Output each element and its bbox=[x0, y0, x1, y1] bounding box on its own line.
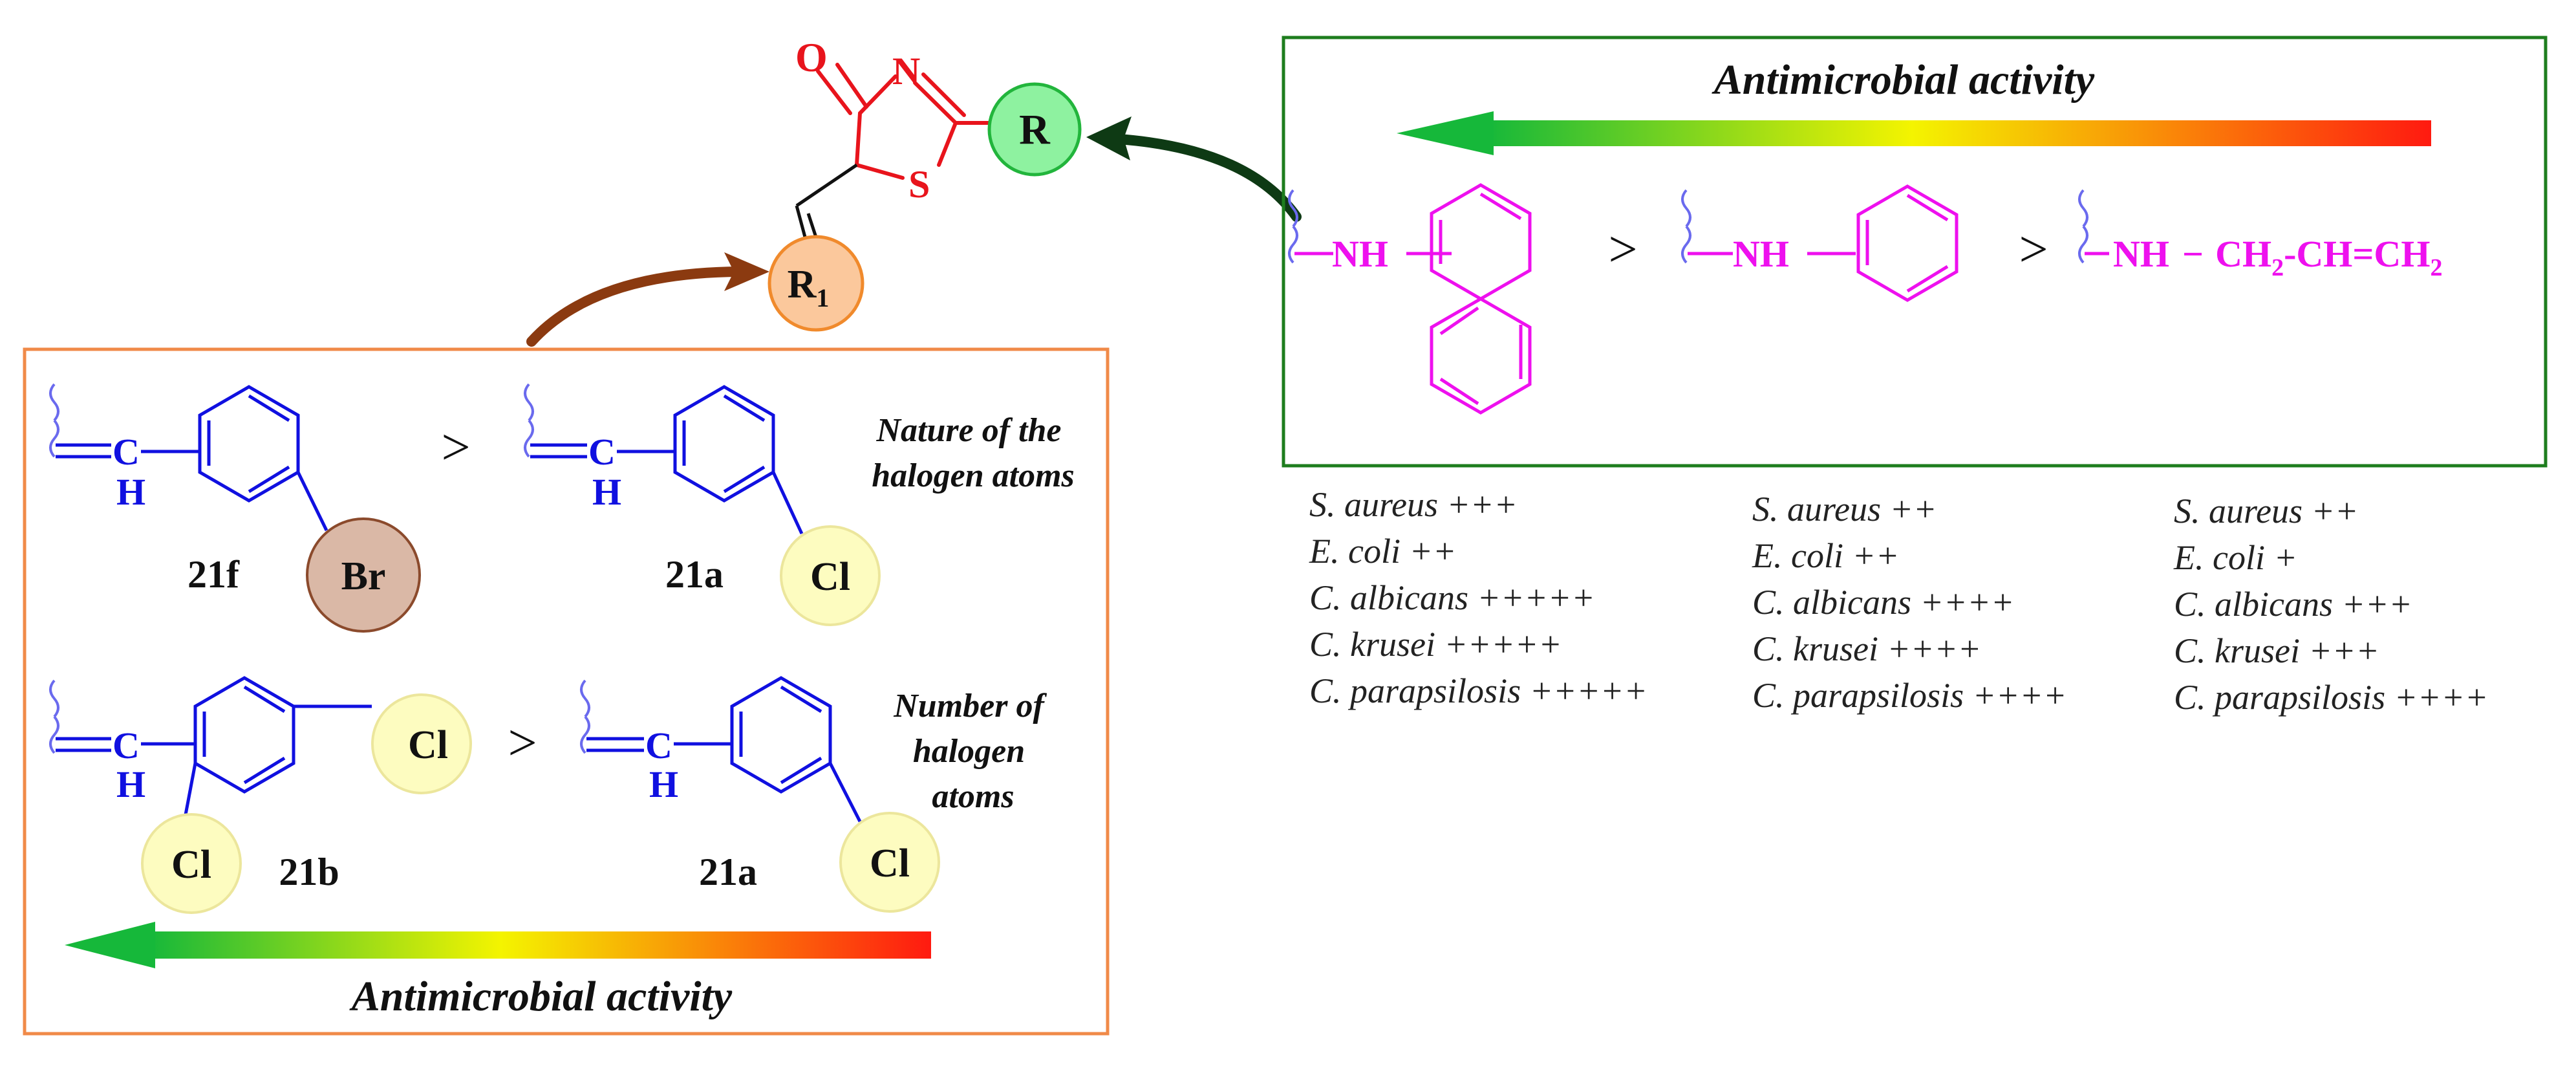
greater-than-row1: > bbox=[441, 419, 470, 476]
activity-naphthyl-1: S. aureus +++ bbox=[1309, 485, 1518, 524]
r1-substituent-circle bbox=[767, 235, 864, 332]
cl-atom-circle-21a-row2 bbox=[839, 812, 940, 913]
brown-curved-arrow bbox=[526, 266, 749, 347]
c-label-21a-row1: C bbox=[588, 431, 616, 473]
carbonyl-oxygen-label: O bbox=[795, 34, 828, 80]
annotation-number: Number of halogen atoms bbox=[893, 688, 1053, 815]
cl-atom-circle-21b-ortho bbox=[141, 813, 242, 914]
h-label-21b: H bbox=[116, 763, 145, 805]
right-panel-title: Antimicrobial activity bbox=[1712, 56, 2095, 103]
r1-substituent-label: R1 bbox=[788, 263, 830, 312]
code-21a-row1: 21a bbox=[665, 553, 724, 596]
activity-naphthyl-4: C. krusei +++++ bbox=[1309, 625, 1562, 664]
activity-phenyl-3: C. albicans ++++ bbox=[1752, 583, 2014, 622]
wavy-21a-row1 bbox=[524, 383, 534, 458]
activity-phenyl-5: C. parapsilosis ++++ bbox=[1752, 676, 2066, 715]
greater-than-1: > bbox=[1608, 221, 1637, 278]
right-gradient-bar bbox=[1487, 120, 2431, 146]
left-gradient-bar bbox=[149, 931, 931, 959]
allyl-formula: NH−CH2-CH=CH2 bbox=[2113, 233, 2442, 281]
phenyl-nh-label: NH bbox=[1733, 233, 1789, 275]
h-label-21a-row1: H bbox=[592, 471, 621, 513]
naphthyl-nh-label: NH bbox=[1332, 233, 1388, 275]
activity-allyl-1: S. aureus ++ bbox=[2174, 492, 2358, 530]
activity-naphthyl-5: C. parapsilosis +++++ bbox=[1309, 671, 1648, 710]
wavy-attachment-3 bbox=[2078, 189, 2088, 264]
code-21a-row2: 21a bbox=[699, 851, 757, 893]
r-substituent-label: R bbox=[1019, 106, 1051, 153]
left-gradient-arrow-head bbox=[65, 922, 155, 968]
cl-atom-label-21a-row1: Cl bbox=[810, 555, 850, 599]
compound-21a-row1: C H Cl 21a bbox=[524, 383, 881, 626]
right-gradient-arrow-head bbox=[1397, 111, 1494, 155]
activity-list-allyl: S. aureus ++ E. coli + C. albicans +++ C… bbox=[2173, 492, 2488, 717]
activity-naphthyl-2: E. coli ++ bbox=[1309, 532, 1456, 571]
h-label-21f: H bbox=[116, 471, 145, 513]
br-atom-circle bbox=[306, 517, 421, 633]
code-21f: 21f bbox=[188, 553, 240, 596]
allylamino-structure: NH−CH2-CH=CH2 bbox=[2078, 189, 2442, 281]
cl-atom-label-21b-ortho: Cl bbox=[171, 843, 211, 887]
wavy-21a-row2 bbox=[580, 679, 590, 754]
activity-allyl-3: C. albicans +++ bbox=[2174, 585, 2412, 624]
activity-list-phenyl: S. aureus ++ E. coli ++ C. albicans ++++… bbox=[1752, 490, 2066, 715]
left-panel-frame bbox=[23, 347, 1110, 1036]
activity-allyl-2: E. coli + bbox=[2173, 538, 2297, 577]
activity-phenyl-1: S. aureus ++ bbox=[1752, 490, 1937, 528]
greater-than-2: > bbox=[2019, 221, 2048, 278]
activity-allyl-4: C. krusei +++ bbox=[2174, 631, 2379, 670]
cl-atom-circle-21b-para bbox=[371, 693, 472, 794]
activity-allyl-5: C. parapsilosis ++++ bbox=[2174, 678, 2488, 717]
br-atom-label: Br bbox=[341, 554, 386, 598]
ring-nitrogen-label: N bbox=[892, 50, 920, 92]
compound-21b: C H Cl Cl 21b bbox=[49, 676, 472, 914]
compound-21a-row2: C H Cl 21a bbox=[580, 676, 940, 913]
wavy-21f bbox=[49, 383, 59, 458]
green-arrow-head bbox=[1086, 116, 1132, 160]
compound-21f: C H Br 21f bbox=[49, 383, 421, 633]
cl-atom-label-21a-row2: Cl bbox=[870, 842, 910, 886]
c-label-21a-row2: C bbox=[645, 724, 672, 767]
right-panel: Antimicrobial activity NH > N bbox=[1282, 36, 2548, 717]
phenylamino-structure: NH bbox=[1681, 184, 1959, 302]
activity-naphthyl-3: C. albicans +++++ bbox=[1309, 578, 1595, 617]
wavy-attachment-2 bbox=[1681, 189, 1691, 264]
cl-atom-circle-21a-row1 bbox=[780, 525, 881, 626]
code-21b: 21b bbox=[279, 851, 339, 893]
h-label-21a-row2: H bbox=[649, 763, 678, 805]
right-panel-frame bbox=[1282, 36, 2548, 468]
wavy-21b bbox=[49, 679, 59, 754]
activity-list-naphthyl: S. aureus +++ E. coli ++ C. albicans +++… bbox=[1309, 485, 1648, 710]
wavy-attachment-1 bbox=[1288, 189, 1298, 264]
c-label-21b: C bbox=[113, 724, 140, 767]
naphthylamino-structure: NH bbox=[1288, 183, 1532, 415]
activity-phenyl-4: C. krusei ++++ bbox=[1752, 629, 1981, 668]
thiazolone-core: O N S R R1 bbox=[767, 34, 1082, 332]
left-panel-title: Antimicrobial activity bbox=[349, 973, 733, 1020]
r-substituent-circle bbox=[987, 82, 1082, 177]
annotation-nature: Nature of the halogen atoms bbox=[872, 412, 1075, 494]
c-label-21f: C bbox=[113, 431, 140, 473]
greater-than-row2: > bbox=[508, 715, 537, 772]
ring-sulfur-label: S bbox=[908, 163, 930, 206]
activity-phenyl-2: E. coli ++ bbox=[1752, 536, 1899, 575]
green-curved-arrow bbox=[1113, 134, 1302, 222]
brown-arrow-head bbox=[724, 252, 769, 291]
left-panel: C H Br 21f > C H bbox=[23, 347, 1110, 1036]
cl-atom-label-21b-para: Cl bbox=[408, 723, 448, 767]
